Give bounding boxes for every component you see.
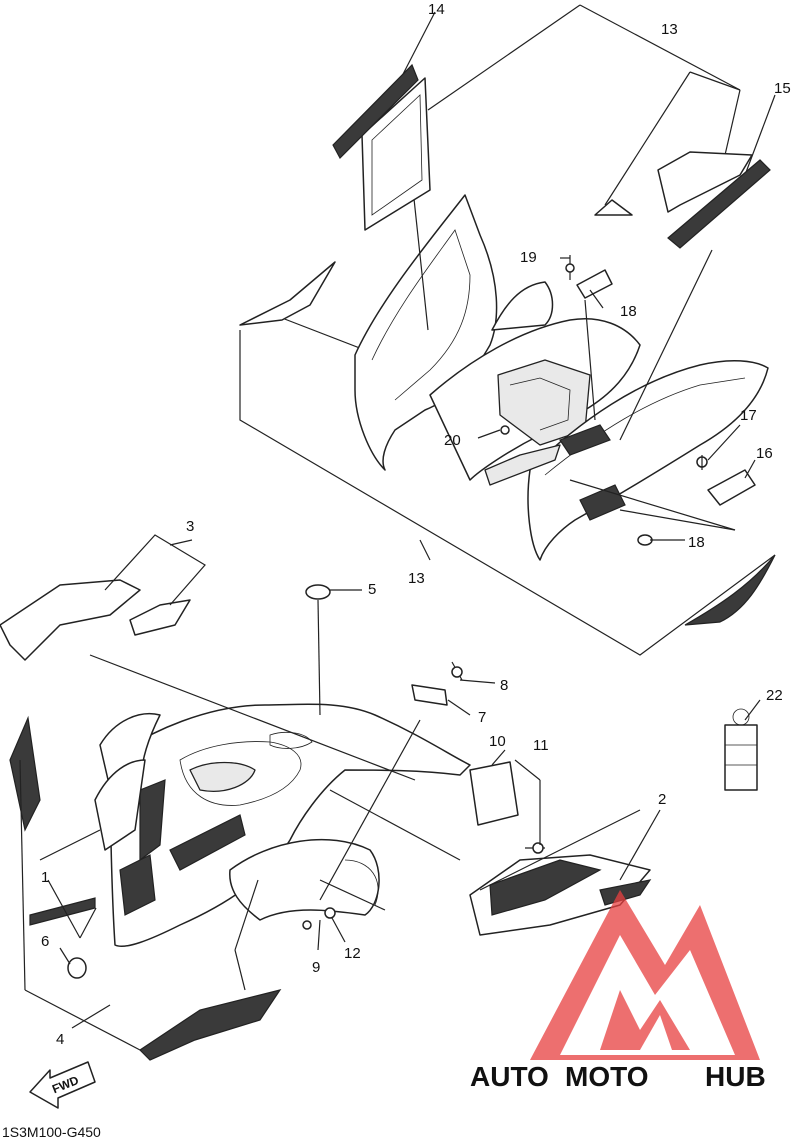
callout-15b: 15 bbox=[774, 80, 791, 97]
watermark-moto: MOTO bbox=[565, 1061, 648, 1092]
leader-lines-top bbox=[399, 4, 776, 561]
watermark-hub: HUB bbox=[705, 1061, 766, 1092]
callout-15a: 14 bbox=[428, 1, 445, 18]
callout-22: 22 bbox=[766, 687, 783, 704]
callout-20: 19 bbox=[520, 249, 537, 266]
diagram-code: 1S3M100-G450 bbox=[2, 1124, 101, 1140]
callout-12: 12 bbox=[344, 945, 361, 962]
fwd-arrow: FWD bbox=[29, 1061, 96, 1109]
callout-3: 3 bbox=[186, 518, 194, 535]
side-decals-14-15 bbox=[332, 63, 771, 249]
callout-1: 1 bbox=[41, 869, 49, 886]
watermark-logo bbox=[530, 890, 760, 1060]
callout-2: 2 bbox=[658, 791, 666, 808]
callout-numbers: 14 13 15 19 18 17 20 16 18 18 3 13 13 5 … bbox=[41, 1, 791, 1048]
callout-19: 18 bbox=[620, 303, 637, 320]
callout-7: 7 bbox=[478, 709, 486, 726]
callout-9: 9 bbox=[312, 959, 320, 976]
callout-16: 16 bbox=[756, 445, 773, 462]
watermark-auto: AUTO bbox=[470, 1061, 549, 1092]
callout-5: 5 bbox=[368, 581, 376, 598]
callout-13-label: 13 bbox=[408, 570, 425, 587]
callout-18-label: 18 bbox=[688, 534, 705, 551]
callout-11: 11 bbox=[533, 737, 549, 754]
rear-fender-assembly bbox=[239, 194, 776, 656]
callout-10: 10 bbox=[489, 733, 506, 750]
leader-lines-bottom bbox=[19, 589, 761, 1051]
callout-4: 4 bbox=[56, 1031, 64, 1048]
callout-14: 13 bbox=[661, 21, 678, 38]
callout-17: 17 bbox=[740, 407, 757, 424]
watermark-text: AUTO MOTO HUB bbox=[470, 1061, 766, 1092]
callout-6: 6 bbox=[41, 933, 49, 950]
callout-21: 20 bbox=[444, 432, 461, 449]
callout-8: 8 bbox=[500, 677, 508, 694]
tag-16-shape bbox=[707, 469, 756, 506]
